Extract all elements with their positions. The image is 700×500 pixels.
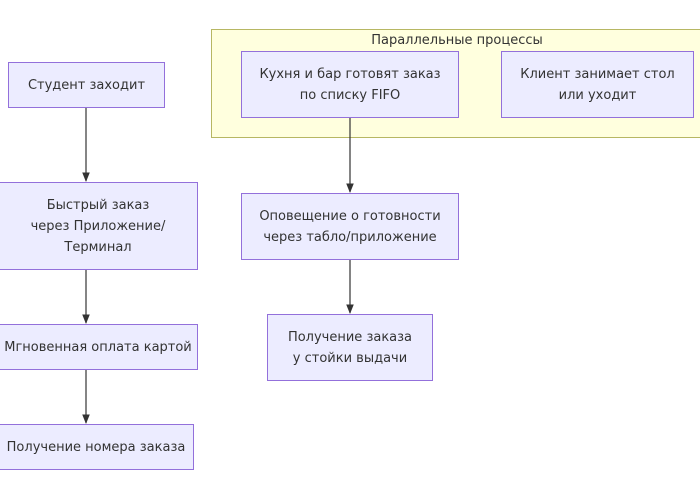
node-kitchen-bar: Кухня и бар готовят заказ по списку FIFO [241,51,459,118]
node-order-number: Получение номера заказа [0,424,194,470]
node-instant-payment: Мгновенная оплата картой [0,324,198,370]
node-quick-order: Быстрый заказ через Приложение/ Терминал [0,182,198,270]
node-student-enters: Студент заходит [8,62,165,108]
node-client-table: Клиент занимает стол или уходит [501,51,694,118]
group-title: Параллельные процессы [371,33,543,48]
node-order-pickup: Получение заказа у стойки выдачи [267,314,433,381]
node-ready-notification: Оповещение о готовности через табло/прил… [241,193,459,260]
